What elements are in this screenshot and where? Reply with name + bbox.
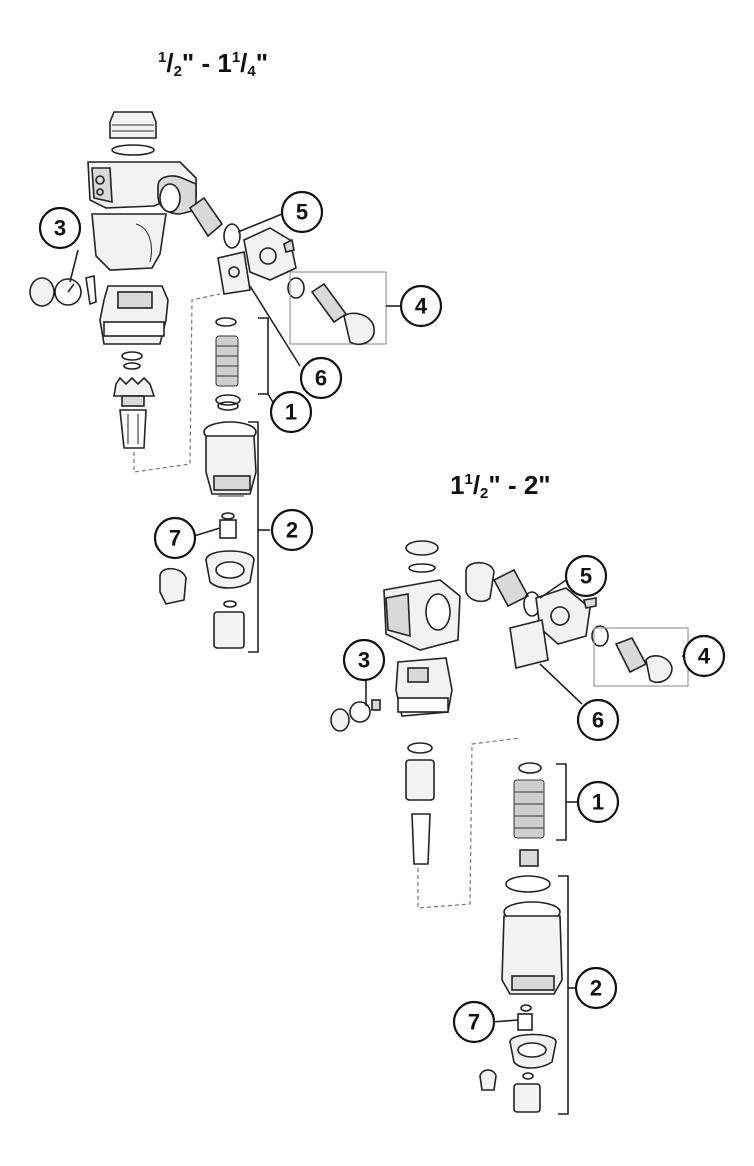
svg-text:6: 6	[315, 366, 327, 391]
spindle-1	[119, 409, 147, 449]
drain-tap-1	[219, 519, 237, 539]
knob-2	[479, 1069, 497, 1091]
bracket-part-2-d1	[248, 421, 259, 653]
callout-1-d2: 1	[576, 780, 620, 824]
gauge-ring-2	[330, 708, 350, 732]
callout-3-d1: 3	[38, 206, 82, 250]
svg-text:1: 1	[592, 790, 604, 815]
svg-text:7: 7	[468, 1010, 480, 1035]
bypass-valve-1	[243, 227, 297, 281]
callout-6-d1: 6	[299, 356, 343, 400]
svg-text:7: 7	[169, 526, 181, 551]
drain-cartridge-2	[513, 1083, 541, 1113]
title-small-size-range: 1/2" - 11/4"	[158, 48, 268, 80]
filter-mesh-1	[215, 335, 239, 387]
svg-text:3: 3	[54, 216, 66, 241]
callout-6-d2: 6	[576, 698, 620, 742]
assembly-line-2	[417, 737, 521, 909]
bracket-part-1-d2	[556, 763, 567, 841]
o-ring-top-1	[111, 144, 155, 156]
callout-5-d1: 5	[280, 190, 324, 234]
filter-mesh-2	[513, 779, 545, 839]
callout-3-d2: 3	[342, 638, 386, 682]
svg-text:4: 4	[415, 294, 428, 319]
callout-4-d2: 4	[682, 634, 726, 678]
callout-5-d2: 5	[564, 554, 608, 598]
drain-tap-2	[517, 1013, 533, 1031]
valve-insert-2	[405, 759, 435, 801]
cap-nut-2	[405, 540, 439, 556]
callout-2-d2: 2	[574, 966, 618, 1010]
svg-text:6: 6	[592, 708, 604, 733]
gauge-ring-1	[29, 277, 55, 307]
diagram-1-parts	[29, 111, 387, 649]
housing-upper-1	[91, 213, 167, 271]
svg-text:2: 2	[590, 976, 602, 1001]
filter-bowl-2	[501, 915, 563, 995]
flange-plate-2	[509, 619, 549, 669]
bracket-part-1-d1	[258, 317, 269, 395]
union-piece-1	[188, 196, 224, 238]
callout-4-d1: 4	[399, 284, 443, 328]
callout-7-d2: 7	[452, 1000, 496, 1044]
part-4-group-box	[289, 271, 387, 345]
callout-2-d1: 2	[270, 508, 314, 552]
svg-text:2: 2	[286, 518, 298, 543]
callout-7-d1: 7	[153, 516, 197, 560]
union-nut-2a	[465, 561, 495, 603]
svg-text:3: 3	[358, 648, 370, 673]
knob-1	[159, 567, 187, 605]
title-large-size-range: 11/2" - 2"	[450, 470, 551, 502]
svg-text:4: 4	[698, 644, 711, 669]
union-nut-1	[343, 312, 375, 346]
union-nut-2b	[645, 655, 673, 684]
drain-cartridge-1	[213, 611, 245, 649]
svg-text:5: 5	[296, 200, 308, 225]
pressure-gauge-2	[349, 701, 371, 723]
svg-text:5: 5	[580, 564, 592, 589]
diagram-2-parts	[330, 540, 689, 1113]
bracket-part-2-d2	[558, 875, 569, 1115]
spindle-2	[411, 813, 431, 865]
callout-1-d1: 1	[269, 390, 313, 434]
flange-plate-1	[217, 251, 251, 295]
gear-1	[113, 376, 156, 397]
svg-text:1: 1	[285, 400, 297, 425]
